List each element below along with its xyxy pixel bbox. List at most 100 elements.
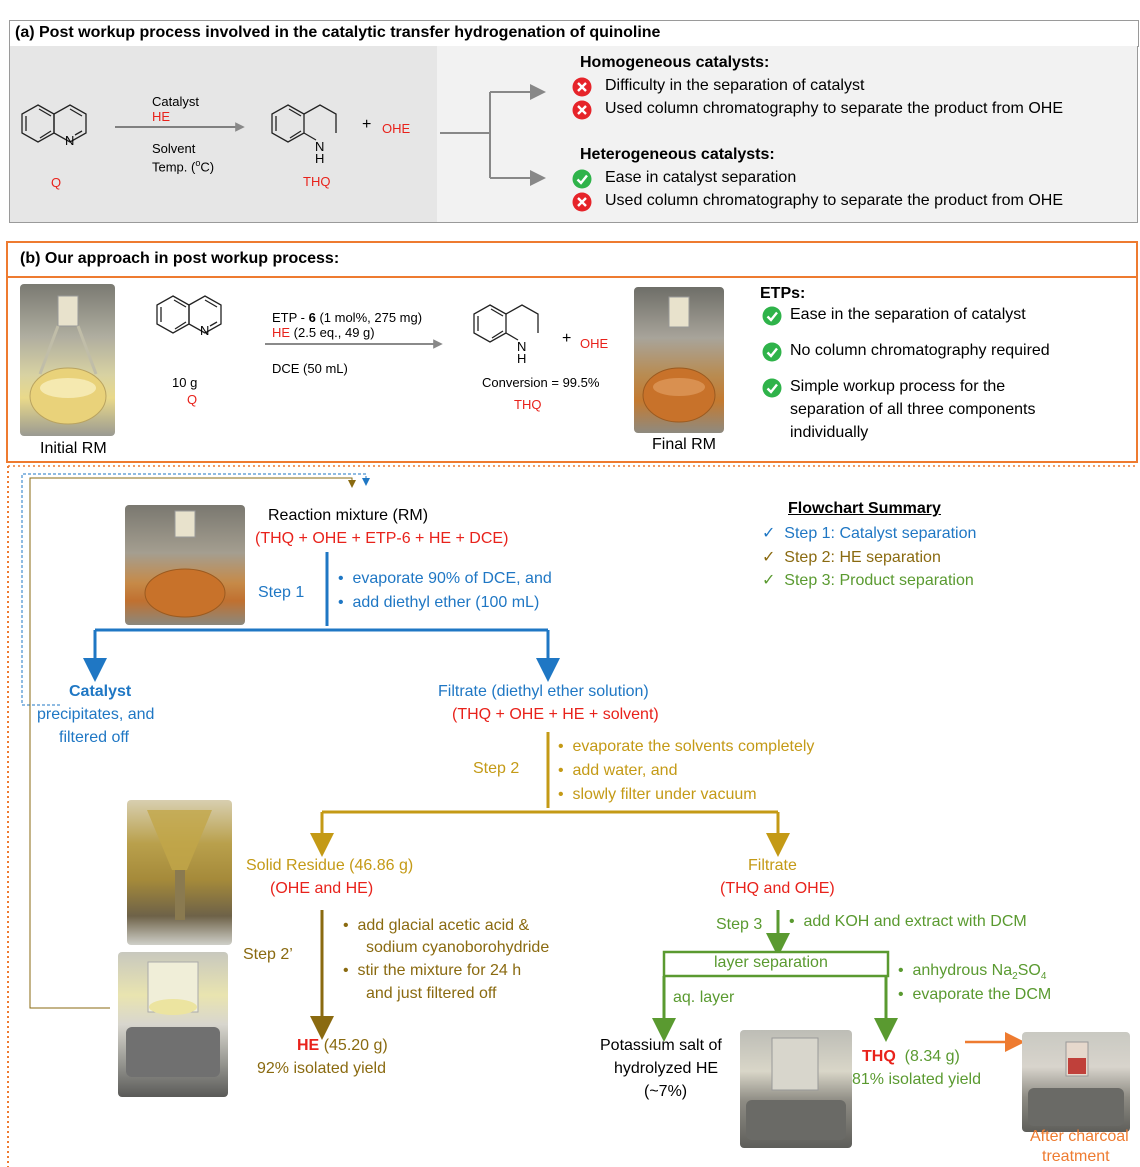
reagent-temp: Temp. (oC) [152, 158, 215, 175]
quinoline-structure-b [156, 295, 222, 334]
step2-label: Step 2 [473, 760, 520, 777]
catalyst-line-1: precipitates, and [37, 706, 155, 723]
etps-title: ETPs: [760, 285, 806, 302]
potassium-line-3: (~7%) [644, 1083, 688, 1100]
conversion-label: Conversion = 99.5% [482, 375, 600, 390]
evap-item: • evaporate the DCM [898, 986, 1052, 1003]
step2p-item-2: sodium cyanoborohydride [366, 939, 550, 956]
reagent-top: Catalyst [152, 94, 199, 109]
reagent-he: HE [152, 109, 171, 124]
step2-item-2: • add water, and [558, 762, 678, 779]
potassium-line-2: hydrolyzed HE [614, 1060, 719, 1077]
flask-graphic [29, 295, 107, 425]
layer-separation: layer separation [714, 954, 828, 971]
panel-a-gray-box [9, 46, 438, 223]
step2p-item-4: and just filtered off [366, 985, 497, 1002]
step2p-label: Step 2’ [243, 946, 293, 963]
panel-a-title-bar [9, 20, 1139, 47]
etps-item-3b: separation of all three components [790, 401, 1036, 418]
funnel-graphic [147, 810, 212, 920]
step1-item-1: • evaporate 90% of DCE, and [338, 570, 552, 587]
step3-label: Step 3 [716, 916, 763, 933]
ohe-label: OHE [382, 121, 411, 136]
vial-graphic [1028, 1041, 1124, 1126]
panel-a-title: (a) Post workup process involved in the … [15, 24, 661, 41]
filtrate1-components: (THQ + OHE + HE + solvent) [452, 706, 659, 723]
checkmark-icon: ✓ [762, 525, 776, 542]
check-icon [762, 378, 782, 398]
homo-item-2: Used column chromatography to separate t… [605, 100, 1063, 117]
final-rm-photo [634, 287, 724, 433]
he-result: HE (45.20 g) [297, 1037, 388, 1054]
rm-photo [125, 505, 245, 625]
initial-rm-label: Initial RM [40, 440, 107, 457]
nh-atom-label-b: N [517, 339, 527, 354]
potassium-photo [740, 1030, 852, 1148]
dry-item: • anhydrous Na2SO4 [898, 962, 1047, 983]
catalyst-title: Catalyst [69, 683, 132, 700]
nh-atom-label: N [315, 139, 325, 154]
solid-components: (OHE and HE) [270, 880, 374, 897]
step2p-item-1: • add glacial acetic acid & [343, 917, 530, 934]
check-icon [572, 169, 592, 189]
rm-components: (THQ + OHE + ETP-6 + HE + DCE) [255, 530, 509, 547]
step1-item-2: • add diethyl ether (100 mL) [338, 594, 540, 611]
charcoal-line-1: After charcoal [1030, 1128, 1129, 1145]
filtrate2-components: (THQ and OHE) [720, 880, 835, 897]
beaker-graphic [746, 1037, 846, 1140]
rm-title: Reaction mixture (RM) [268, 507, 429, 524]
charcoal-photo [1022, 1032, 1130, 1132]
reagent-solvent: Solvent [152, 141, 196, 156]
n-atom-label-b: N [200, 323, 210, 338]
quinoline-structure-a [21, 104, 87, 143]
n-atom-label: N [65, 133, 75, 148]
step1-label: Step 1 [258, 584, 305, 601]
flask-graphic [144, 510, 226, 618]
etps-item-2: No column chromatography required [790, 342, 1050, 359]
homo-title: Homogeneous catalysts: [580, 54, 770, 71]
panel-a-right-box [437, 46, 1138, 223]
hetero-title: Heterogeneous catalysts: [580, 146, 775, 163]
flask-graphic [642, 296, 716, 423]
final-rm-label: Final RM [652, 436, 717, 453]
solid-title: Solid Residue (46.86 g) [246, 857, 414, 874]
amount-label: 10 g [172, 375, 198, 390]
hetero-item-1: Ease in catalyst separation [605, 169, 797, 186]
thq-label-b: THQ [514, 397, 542, 412]
homo-item-1: Difficulty in the separation of catalyst [605, 77, 865, 94]
summary-title: Flowchart Summary [788, 500, 941, 517]
thq-yield: 81% isolated yield [852, 1071, 981, 1088]
q-label-b: Q [187, 392, 198, 407]
beaker-graphic [126, 961, 220, 1077]
plus-sign-b: + [562, 330, 572, 347]
filtrate1-title: Filtrate (diethyl ether solution) [438, 683, 649, 700]
catalyst-line-2: filtered off [59, 729, 129, 746]
summary-item-3: ✓ Step 3: Product separation [762, 572, 974, 589]
thq-structure-b [473, 304, 539, 343]
checkmark-icon: ✓ [762, 572, 776, 589]
reagent-etp: ETP - 6 (1 mol%, 275 mg) [272, 310, 423, 325]
summary-item-2: ✓ Step 2: HE separation [762, 549, 941, 566]
he-product-photo [118, 952, 228, 1097]
charcoal-line-2: treatment [1042, 1148, 1110, 1165]
thq-structure-a [271, 104, 337, 143]
summary-item-1: ✓ Step 1: Catalyst separation [762, 525, 977, 542]
etps-item-3a: Simple workup process for the [790, 378, 1006, 395]
potassium-line-1: Potassium salt of [600, 1037, 722, 1054]
check-icon [762, 306, 782, 326]
step2-item-1: • evaporate the solvents completely [558, 738, 815, 755]
panel-b-divider [6, 276, 1138, 278]
check-icon [762, 342, 782, 362]
step2-item-3: • slowly filter under vacuum [558, 786, 757, 803]
cross-icon [572, 100, 592, 120]
initial-rm-photo [20, 284, 115, 436]
he-yield: 92% isolated yield [257, 1060, 386, 1077]
checkmark-icon: ✓ [762, 549, 776, 566]
panel-b-title: (b) Our approach in post workup process: [20, 250, 340, 267]
thq-label: THQ [303, 174, 331, 189]
hetero-item-2: Used column chromatography to separate t… [605, 192, 1063, 209]
q-label: Q [51, 175, 62, 190]
step2p-item-3: • stir the mixture for 24 h [343, 962, 522, 979]
etps-item-1: Ease in the separation of catalyst [790, 306, 1026, 323]
